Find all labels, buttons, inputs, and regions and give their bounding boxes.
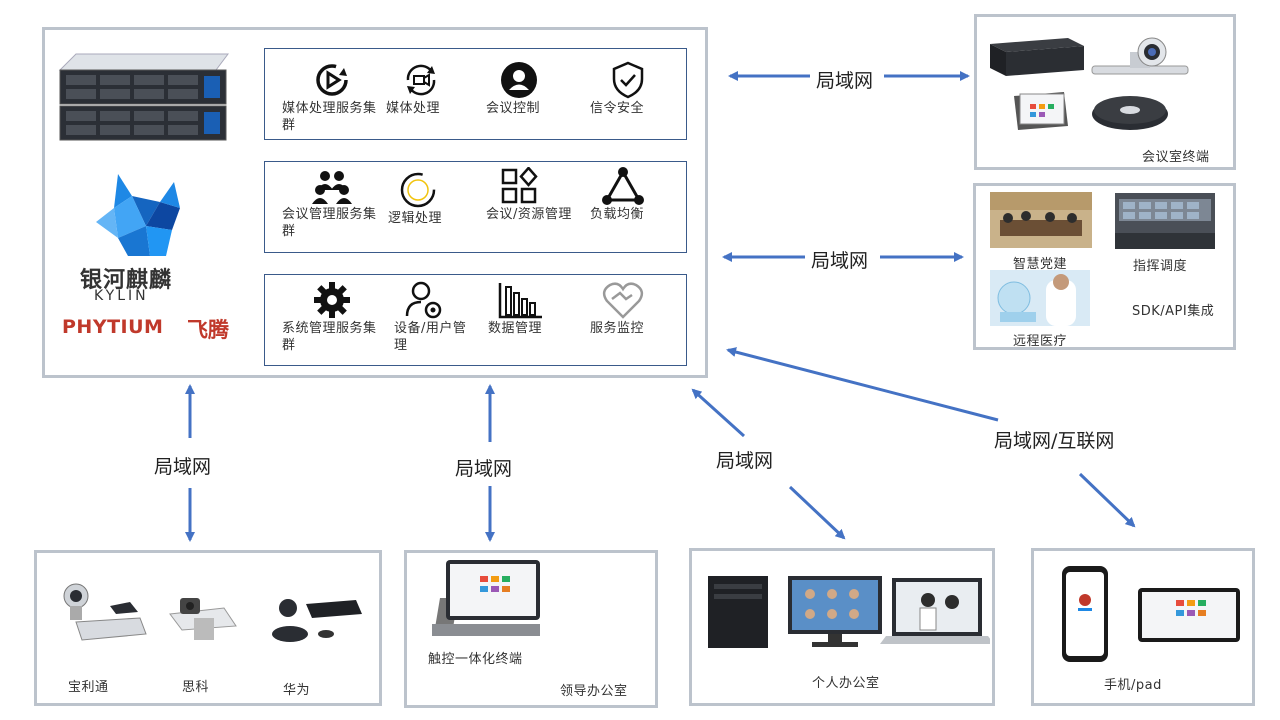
service-meeting-cluster: 会议管理服务集群 <box>282 166 382 240</box>
meeting-room-frame <box>974 14 1236 170</box>
service-load-balancing: 负载均衡 <box>590 166 670 223</box>
arrow-diag-up <box>691 388 746 438</box>
arrow-internet-down <box>1078 472 1136 528</box>
polycom-caption: 宝利通 <box>68 680 109 695</box>
user-circle-icon <box>486 60 552 100</box>
network-label-center: 局域网 <box>455 458 513 480</box>
party-building-image <box>990 192 1092 248</box>
network-label-left: 局域网 <box>154 456 212 478</box>
mobile-devices-image <box>1062 566 1240 662</box>
service-media-cluster: 媒体处理服务集群 <box>282 60 382 134</box>
arrow-diag-down <box>788 485 846 540</box>
touch-terminal-caption: 触控一体化终端 <box>428 652 523 667</box>
party-building-caption: 智慧党建 <box>1013 257 1068 272</box>
meeting-room-caption: 会议室终端 <box>1142 150 1210 165</box>
ring-icon <box>388 170 448 210</box>
huawei-caption: 华为 <box>283 683 311 698</box>
sdk-api-caption: SDK/API集成 <box>1132 304 1215 319</box>
service-signaling-security: 信令安全 <box>590 60 670 117</box>
network-label-mid: 局域网 <box>811 250 869 272</box>
kylin-brand-en: KYLIN <box>94 288 149 304</box>
service-meeting-control: 会议控制 <box>486 60 566 117</box>
personal-office-devices-image <box>708 576 990 648</box>
remote-medical-caption: 远程医疗 <box>1013 334 1068 349</box>
service-data-management: 数据管理 <box>488 280 568 337</box>
service-device-user-management: 设备/用户管理 <box>394 280 474 354</box>
remote-medical-image <box>990 270 1090 326</box>
leader-office-caption: 领导办公室 <box>560 684 628 699</box>
server-rack-image <box>58 53 229 141</box>
users-group-icon <box>282 166 382 206</box>
play-refresh-icon <box>282 60 382 100</box>
command-dispatch-image <box>1115 193 1215 249</box>
third-party-devices-image <box>63 583 362 642</box>
gear-icon <box>282 280 382 320</box>
cisco-caption: 思科 <box>182 680 210 695</box>
personal-office-caption: 个人办公室 <box>812 676 880 691</box>
touch-terminal-image <box>432 560 540 636</box>
video-sync-icon <box>386 60 456 100</box>
service-media-processing: 媒体处理 <box>386 60 466 117</box>
shield-check-icon <box>590 60 666 100</box>
user-settings-icon <box>394 280 454 320</box>
arrow-internet-up <box>726 347 999 422</box>
service-resource-management: 会议/资源管理 <box>486 166 586 223</box>
service-monitoring: 服务监控 <box>590 280 670 337</box>
service-system-cluster: 系统管理服务集群 <box>282 280 382 354</box>
mobile-caption: 手机/pad <box>1104 678 1162 693</box>
kylin-logo-icon <box>96 174 180 256</box>
phytium-brand-cn: 飞腾 <box>187 318 229 342</box>
kylin-brand-cn: 银河麒麟 <box>80 268 173 293</box>
triangle-nodes-icon <box>590 166 656 206</box>
heart-handshake-icon <box>590 280 656 320</box>
apps-grid-icon <box>486 166 552 206</box>
bar-chart-icon <box>488 280 554 320</box>
network-label-top: 局域网 <box>816 70 874 92</box>
network-label-internet: 局域网/互联网 <box>994 430 1115 452</box>
network-label-diag: 局域网 <box>716 450 774 472</box>
phytium-brand-en: PHYTIUM <box>62 316 164 338</box>
command-dispatch-caption: 指挥调度 <box>1133 259 1188 274</box>
meeting-room-devices-image <box>990 37 1189 130</box>
service-logic-processing: 逻辑处理 <box>388 170 468 227</box>
